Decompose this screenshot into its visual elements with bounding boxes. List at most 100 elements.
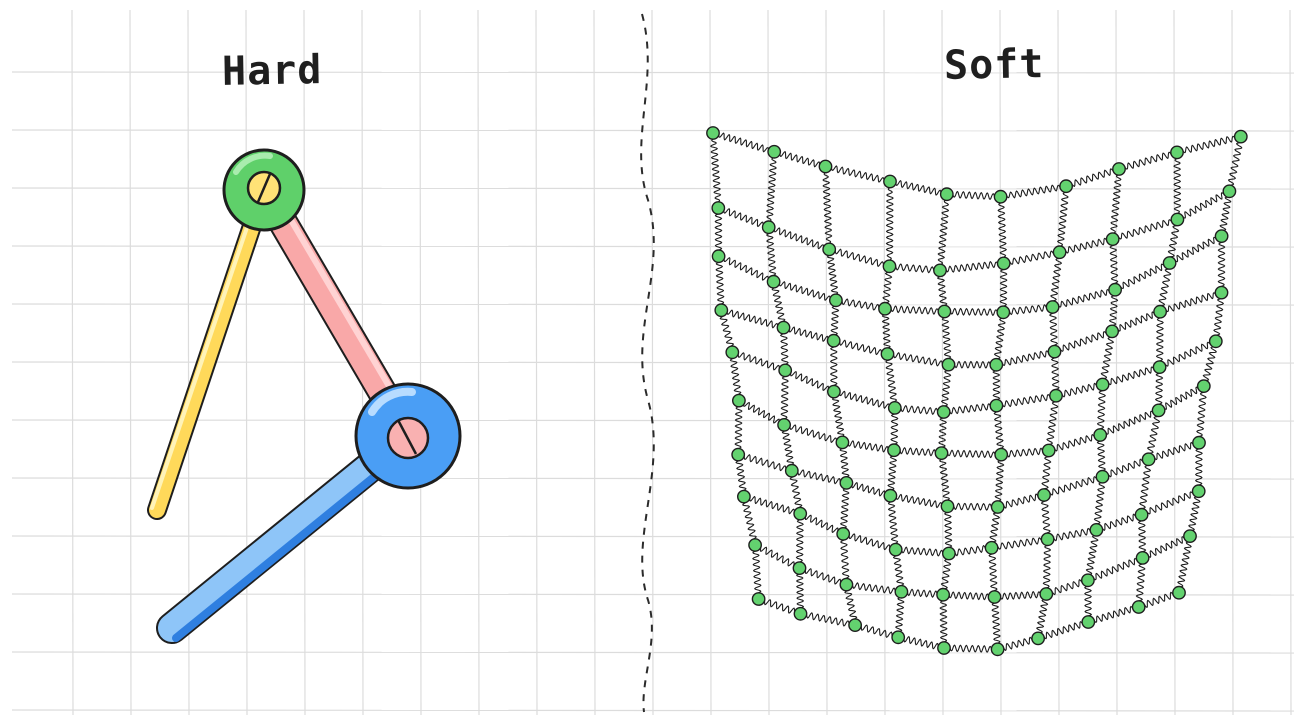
- mesh-node: [1208, 334, 1223, 349]
- spring-icon: [799, 567, 847, 586]
- spring-icon: [1160, 292, 1222, 313]
- spring-icon: [754, 544, 800, 569]
- mesh-node: [1152, 360, 1167, 374]
- spring-icon: [1158, 262, 1172, 312]
- mesh-node: [1162, 256, 1177, 270]
- spring-icon: [1049, 306, 1058, 352]
- spring-icon: [887, 352, 949, 367]
- mesh-node: [1183, 529, 1197, 543]
- spring-icon: [1041, 450, 1052, 496]
- spring-icon: [854, 623, 899, 639]
- spring-icon: [946, 190, 1001, 200]
- spring-icon: [1195, 442, 1203, 492]
- mesh-node: [1105, 232, 1120, 247]
- mesh-node: [1192, 435, 1206, 450]
- spring-icon: [783, 326, 834, 342]
- mesh-node: [1095, 377, 1110, 392]
- spring-icon: [890, 407, 899, 451]
- spring-icon: [989, 506, 1000, 549]
- mesh-node: [987, 590, 1002, 604]
- mesh-node: [1135, 551, 1150, 565]
- spring-icon: [783, 424, 843, 444]
- spring-icon: [766, 227, 777, 282]
- mesh-node: [793, 606, 808, 621]
- mesh-node: [989, 357, 1004, 372]
- spring-icon: [1096, 434, 1106, 477]
- panel-divider: [640, 13, 655, 713]
- mesh-node: [1081, 573, 1095, 588]
- mesh-node: [1112, 162, 1126, 176]
- spring-icon: [1188, 490, 1201, 537]
- mesh-node: [937, 304, 952, 319]
- spring-icon: [717, 207, 770, 228]
- spring-icon: [842, 440, 895, 453]
- spring-icon: [732, 351, 786, 371]
- spring-icon: [830, 300, 840, 341]
- mesh-node: [1031, 631, 1046, 646]
- spring-icon: [771, 281, 786, 328]
- mesh-node: [1037, 488, 1051, 502]
- spring-icon: [758, 598, 801, 615]
- mesh-node: [984, 540, 999, 555]
- grid-line: [11, 187, 1295, 190]
- mesh-node: [827, 384, 841, 399]
- spring-icon: [773, 150, 826, 168]
- spring-icon: [1088, 605, 1139, 623]
- spring-icon: [1036, 593, 1049, 639]
- spring-icon: [737, 453, 793, 472]
- mesh-node: [711, 201, 726, 215]
- mesh-node: [737, 489, 751, 504]
- spring-icon: [893, 447, 942, 457]
- spring-icon: [999, 263, 1008, 313]
- blue-joint: [354, 382, 462, 490]
- mesh-node: [1134, 507, 1149, 522]
- spring-icon: [895, 546, 950, 557]
- mesh-node: [839, 577, 854, 592]
- spring-icon: [1038, 621, 1089, 640]
- spring-icon: [1003, 304, 1053, 316]
- spring-icon: [939, 261, 1004, 273]
- mesh-node: [936, 587, 950, 602]
- spring-icon: [833, 339, 888, 356]
- spring-icon: [846, 582, 902, 595]
- spring-icon: [1047, 527, 1097, 542]
- spring-icon: [988, 547, 998, 598]
- mesh-node: [1105, 324, 1120, 339]
- spring-icon: [714, 207, 723, 257]
- mesh-node: [818, 159, 833, 174]
- spring-icon: [944, 506, 953, 554]
- spring-icon: [885, 181, 894, 267]
- screw-slot-icon: [396, 419, 418, 455]
- spring-icon: [1046, 395, 1059, 451]
- spring-icon: [939, 594, 948, 649]
- mesh-node: [1089, 523, 1104, 537]
- mesh-node: [732, 393, 746, 408]
- spring-icon: [822, 166, 833, 250]
- mesh-node: [1039, 587, 1054, 601]
- spring-icon: [1112, 218, 1178, 240]
- spring-icon: [828, 248, 890, 267]
- spring-icon: [1066, 168, 1119, 187]
- mesh-node: [731, 447, 746, 462]
- spring-icon: [1046, 579, 1088, 596]
- spring-icon: [881, 308, 891, 355]
- mesh-node: [878, 301, 892, 316]
- spring-icon: [1001, 447, 1049, 458]
- mesh-node: [996, 256, 1011, 271]
- mesh-node: [706, 126, 720, 140]
- spring-icon: [894, 405, 944, 415]
- spring-icon: [1040, 494, 1051, 540]
- mesh-node: [1153, 304, 1168, 319]
- mesh-node: [776, 320, 791, 335]
- mesh-node: [1172, 585, 1186, 600]
- spring-icon: [941, 449, 1002, 459]
- mesh-node: [883, 488, 898, 503]
- spring-icon: [752, 544, 762, 600]
- spring-icon: [738, 400, 785, 426]
- spring-icon: [895, 591, 905, 638]
- grid-line: [11, 361, 1295, 364]
- spring-icon: [1048, 434, 1101, 452]
- mesh-node: [829, 293, 843, 308]
- grid-line: [11, 535, 1295, 538]
